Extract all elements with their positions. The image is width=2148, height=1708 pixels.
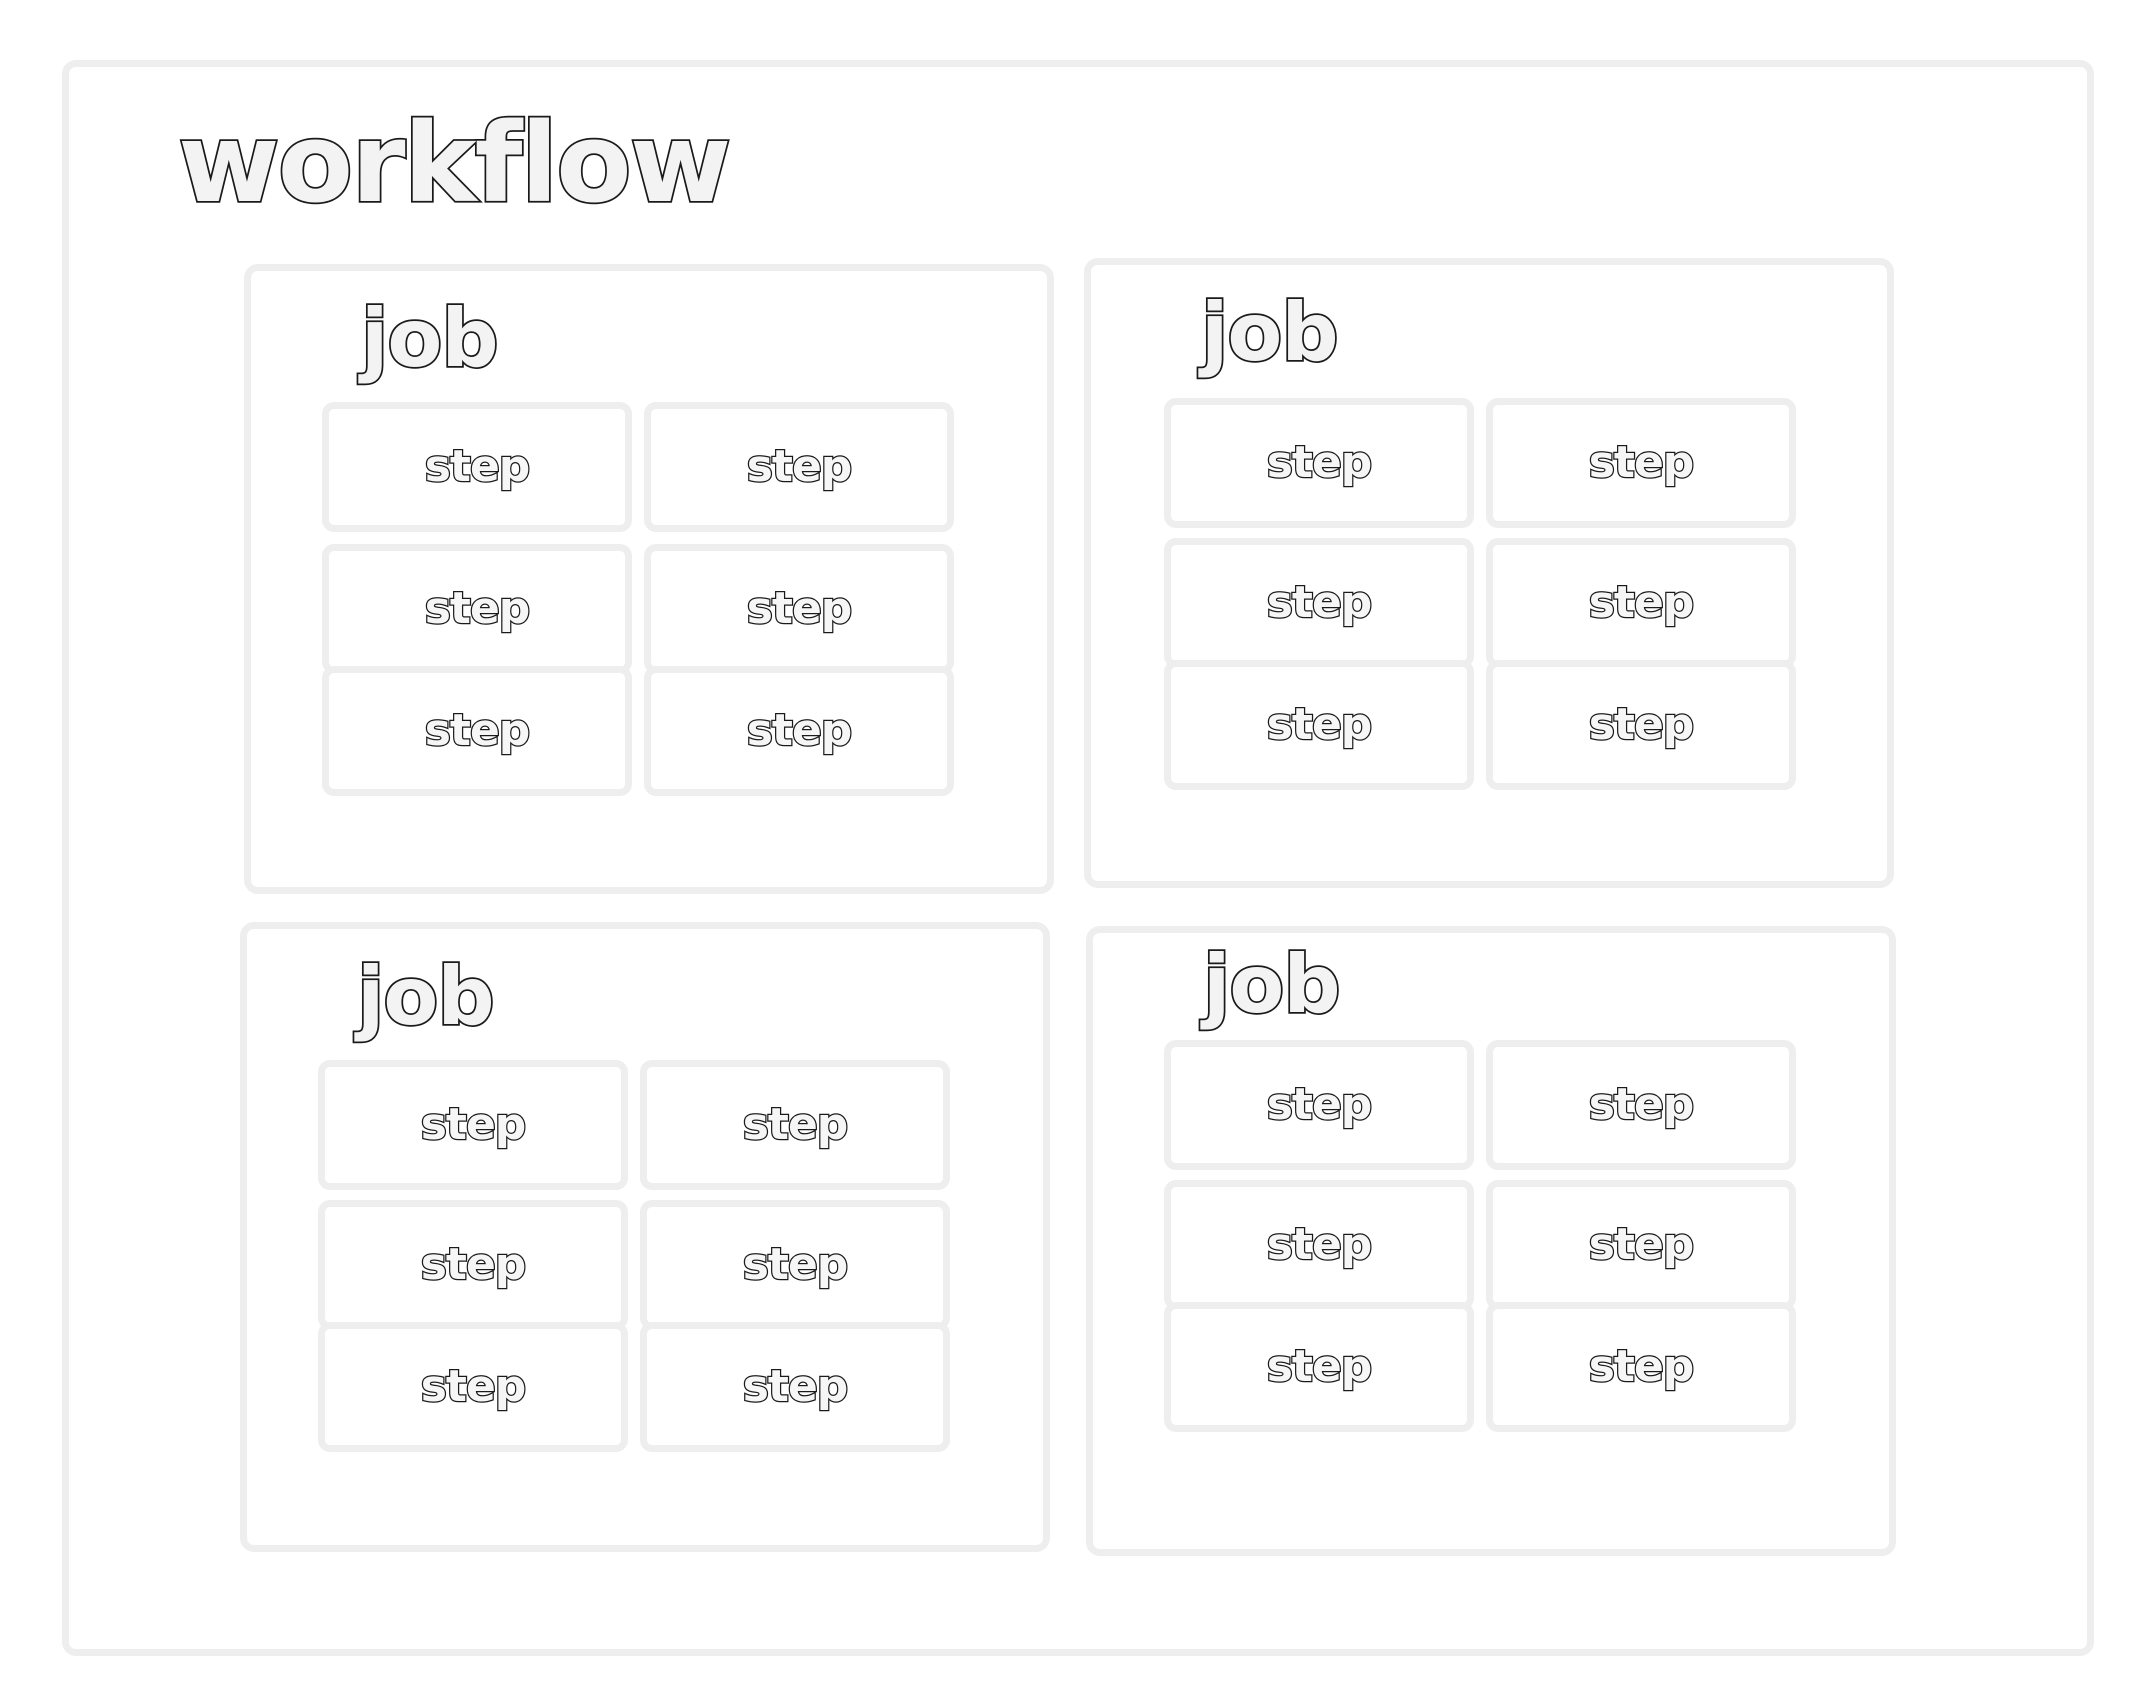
step-label: step — [745, 705, 853, 756]
step-box: step — [318, 1322, 628, 1452]
step-box: step — [644, 402, 954, 532]
step-box: step — [1164, 1040, 1474, 1170]
step-label: step — [419, 1239, 527, 1290]
step-label: step — [1265, 699, 1373, 750]
step-box: step — [322, 666, 632, 796]
step-box: step — [644, 544, 954, 674]
step-label: step — [1265, 577, 1373, 628]
step-box: step — [318, 1060, 628, 1190]
step-box: step — [1164, 538, 1474, 668]
step-label: step — [741, 1239, 849, 1290]
step-label: step — [741, 1099, 849, 1150]
job-title: job — [359, 292, 500, 385]
step-label: step — [745, 583, 853, 634]
workflow-title: workflow — [176, 99, 733, 227]
step-box: step — [640, 1200, 950, 1330]
step-label: step — [1265, 1079, 1373, 1130]
step-label: step — [423, 583, 531, 634]
job-title: job — [1199, 286, 1340, 379]
step-box: step — [1486, 1040, 1796, 1170]
step-label: step — [1587, 699, 1695, 750]
step-box: step — [318, 1200, 628, 1330]
step-label: step — [1587, 577, 1695, 628]
step-box: step — [640, 1322, 950, 1452]
step-label: step — [741, 1361, 849, 1412]
job-title: job — [355, 950, 496, 1043]
step-box: step — [1486, 398, 1796, 528]
step-box: step — [1164, 398, 1474, 528]
step-label: step — [1587, 1341, 1695, 1392]
step-label: step — [745, 441, 853, 492]
step-label: step — [419, 1099, 527, 1150]
step-box: step — [1486, 538, 1796, 668]
step-label: step — [1587, 437, 1695, 488]
step-box: step — [322, 544, 632, 674]
step-label: step — [1265, 1219, 1373, 1270]
step-label: step — [423, 441, 531, 492]
step-box: step — [1486, 660, 1796, 790]
job-title: job — [1201, 938, 1342, 1031]
step-box: step — [640, 1060, 950, 1190]
step-label: step — [1265, 437, 1373, 488]
step-box: step — [1486, 1180, 1796, 1310]
step-label: step — [1587, 1079, 1695, 1130]
step-label: step — [423, 705, 531, 756]
step-label: step — [1265, 1341, 1373, 1392]
step-box: step — [1164, 1180, 1474, 1310]
step-box: step — [1486, 1302, 1796, 1432]
step-box: step — [322, 402, 632, 532]
step-box: step — [1164, 1302, 1474, 1432]
step-label: step — [419, 1361, 527, 1412]
step-label: step — [1587, 1219, 1695, 1270]
step-box: step — [1164, 660, 1474, 790]
step-box: step — [644, 666, 954, 796]
